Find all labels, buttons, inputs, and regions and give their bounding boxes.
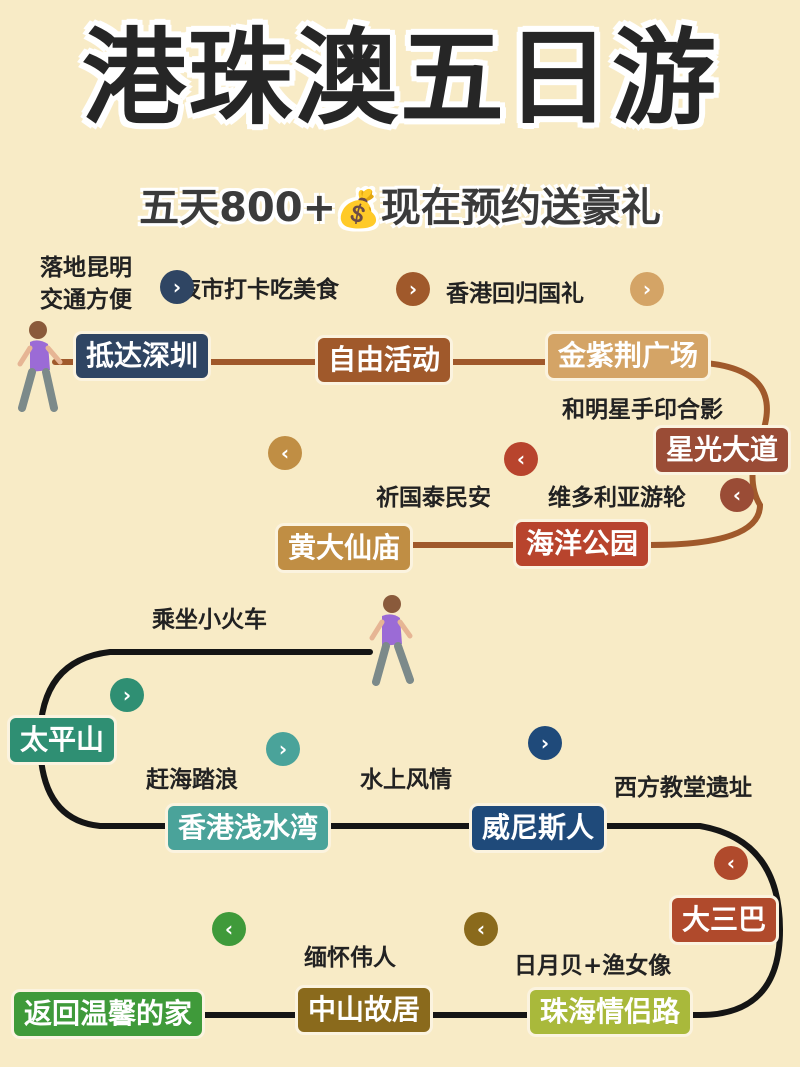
stop-golden-bauhinia: 金紫荆广场	[548, 334, 709, 378]
note-water: 水上风情	[360, 767, 452, 793]
money-bag-icon: 💰	[336, 189, 381, 230]
chevron-left-icon: ‹	[212, 912, 246, 946]
subtitle-before: 五天800+	[139, 185, 337, 231]
chevron-left-icon: ‹	[268, 436, 302, 470]
stop-wong-tai-sin: 黄大仙庙	[278, 526, 411, 570]
note-pray: 祈国泰民安	[376, 485, 491, 511]
stop-ocean-park: 海洋公园	[516, 522, 649, 566]
subtitle-after: 现在预约送豪礼	[380, 185, 661, 231]
note-tram: 乘坐小火车	[152, 607, 267, 633]
note-hk-return: 香港回归国礼	[446, 281, 584, 307]
chevron-right-icon: ›	[528, 726, 562, 760]
note-star-handprint: 和明星手印合影	[562, 397, 723, 423]
note-moon-shell: 日月贝+渔女像	[514, 953, 672, 979]
route-black	[17, 649, 784, 1018]
chevron-left-icon: ‹	[464, 912, 498, 946]
note-night-market: 夜市打卡吃美食	[178, 277, 339, 303]
chevron-right-icon: ›	[630, 272, 664, 306]
chevron-left-icon: ‹	[714, 846, 748, 880]
note-commemorate: 缅怀伟人	[304, 945, 396, 971]
stop-avenue-of-stars: 星光大道	[656, 428, 789, 472]
stop-arrive-shenzhen: 抵达深圳	[76, 334, 209, 378]
chevron-left-icon: ‹	[504, 442, 538, 476]
stop-free-activity: 自由活动	[318, 338, 451, 382]
note-cruise: 维多利亚游轮	[548, 485, 686, 511]
stop-the-peak: 太平山	[10, 718, 115, 762]
stop-return-home: 返回温馨的家	[14, 992, 203, 1036]
note-land-kunming: 落地昆明	[40, 255, 132, 281]
note-church: 西方教堂遗址	[614, 775, 752, 801]
note-convenient: 交通方便	[40, 287, 132, 313]
walking-person-icon	[369, 595, 414, 686]
walking-person-icon	[17, 321, 63, 412]
chevron-right-icon: ›	[266, 732, 300, 766]
chevron-right-icon: ›	[160, 270, 194, 304]
stop-st-pauls: 大三巴	[672, 898, 777, 942]
page-title: 港珠澳五日游	[81, 17, 718, 139]
chevron-left-icon: ‹	[720, 478, 754, 512]
chevron-right-icon: ›	[110, 678, 144, 712]
chevron-right-icon: ›	[396, 272, 430, 306]
route-brown	[52, 359, 770, 548]
stop-lovers-road: 珠海情侣路	[530, 990, 691, 1034]
stop-venetian: 威尼斯人	[472, 806, 605, 850]
page-subtitle: 五天800+💰现在预约送豪礼	[0, 180, 800, 238]
note-beach: 赶海踏浪	[146, 767, 238, 793]
stop-repulse-bay: 香港浅水湾	[168, 806, 329, 850]
stop-sun-yat-sen: 中山故居	[298, 988, 431, 1032]
